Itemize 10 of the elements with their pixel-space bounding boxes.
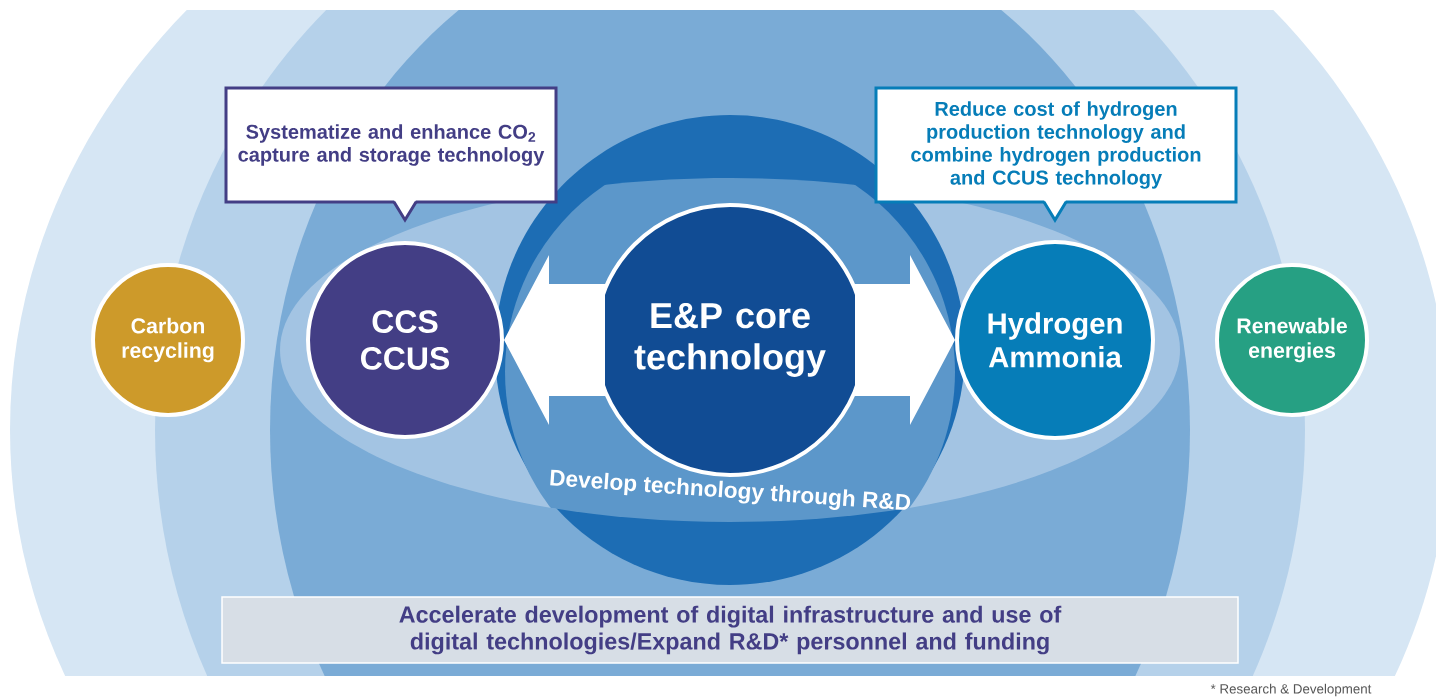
block-arrow [855,255,955,425]
circle-node: Renewable energies [1215,263,1369,417]
callout-box: Systematize and enhance CO$_{2}$ capture and storage technology [224,86,558,223]
circle-node: Hydrogen Ammonia [955,240,1155,440]
circle-node: Carbon recycling [91,263,245,417]
footnote: * Research & Development [1210,683,1372,697]
block-arrow [504,255,605,425]
callout-box: Reduce cost of hydrogen production technology and combine hydrogen production and CCUS technology [874,86,1238,223]
text-band: Accelerate development of digital infrastructure and use of digital technologies/Expand R&D* personnel and funding [221,596,1239,664]
circle-node: CCS CCUS [306,241,504,439]
